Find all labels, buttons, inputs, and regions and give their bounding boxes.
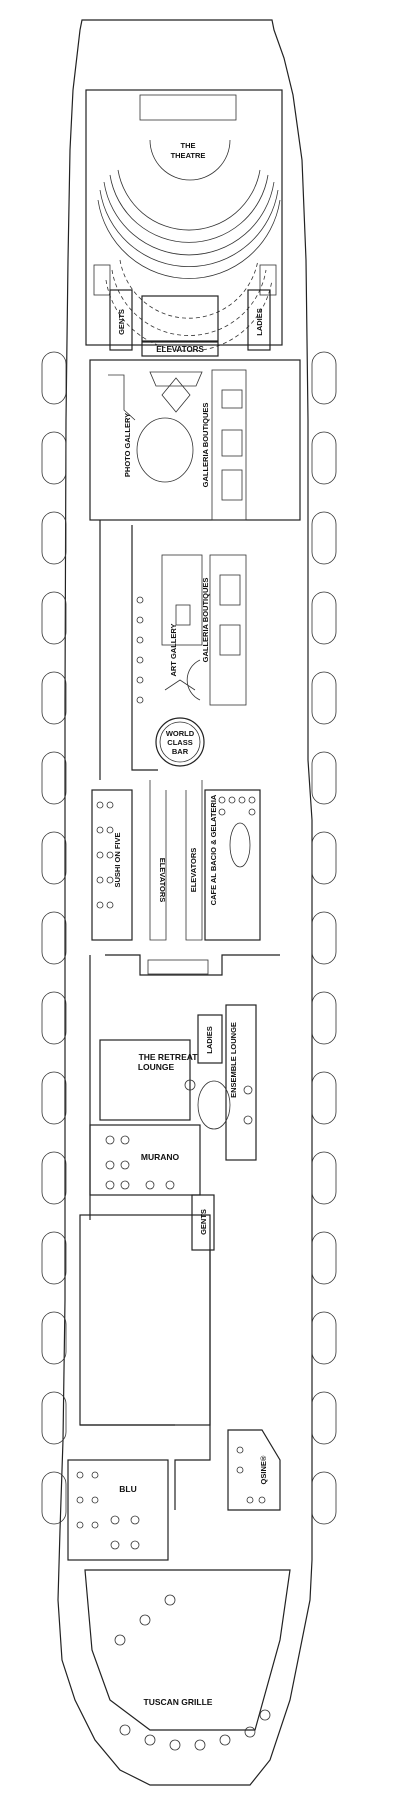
photo-gallery-label: PHOTO GALLERY <box>123 413 132 477</box>
elevators-mid-left-label: ELEVATORS <box>158 858 167 903</box>
retreat-lounge-label-2: LOUNGE <box>138 1062 175 1072</box>
theatre-area: THE THEATRE <box>85 89 283 352</box>
ladies-aft-label: LADIES <box>205 1026 214 1054</box>
theatre-label-line2: THEATRE <box>171 151 206 160</box>
ladies-fwd-label: LADIES <box>255 308 264 336</box>
world-class-bar: WORLD CLASS BAR <box>155 717 205 767</box>
lifeboats-starboard <box>311 351 337 1525</box>
gents-aft-label: GENTS <box>199 1209 208 1235</box>
qsine-area: QSINE® <box>227 1429 281 1511</box>
hull-outline <box>57 19 313 1786</box>
world-class-bar-label-3: BAR <box>172 747 189 756</box>
lifeboats-port <box>41 351 67 1525</box>
tuscan-grille-label: TUSCAN GRILLE <box>144 1697 213 1707</box>
murano-label: MURANO <box>141 1152 180 1162</box>
mid-area: SUSHI ON FIVE ELEVATORS ELEVATORS CAFE A… <box>91 780 261 941</box>
galleria-boutiques-2-label: GALLERIA BOUTIQUES <box>201 578 210 663</box>
retreat-lounge-label-1: THE RETREAT <box>139 1052 199 1062</box>
elevators-fwd-label: ELEVATORS <box>156 345 204 354</box>
art-gallery-label: ART GALLERY <box>169 623 178 676</box>
blu-area: BLU <box>67 1459 169 1561</box>
elevators-mid-right-label: ELEVATORS <box>189 848 198 893</box>
cafe-al-bacio-label: CAFE AL BACIO & GELATERIA <box>209 794 218 905</box>
galleria-fwd-area: PHOTO GALLERY GALLERIA BOUTIQUES <box>89 359 301 521</box>
ensemble-lounge-label: ENSEMBLE LOUNGE <box>229 1022 238 1098</box>
theatre-label-line1: THE <box>181 141 196 150</box>
world-class-bar-label-1: WORLD <box>166 729 195 738</box>
galleria-mid-area: GALLERIA BOUTIQUES ART GALLERY <box>99 520 247 780</box>
qsine-label: QSINE® <box>259 1455 268 1484</box>
world-class-bar-label-2: CLASS <box>167 738 192 747</box>
forward-services: GENTS LADIES ELEVATORS <box>109 289 271 357</box>
aft-lounge-area: THE RETREAT LOUNGE LADIES ENSEMBLE LOUNG… <box>99 1004 257 1161</box>
aft-galley-area: GENTS <box>79 1194 215 1510</box>
galleria-boutiques-1-label: GALLERIA BOUTIQUES <box>201 403 210 488</box>
blu-label: BLU <box>119 1484 136 1494</box>
murano-area: MURANO <box>89 1124 201 1196</box>
sushi-on-five-label: SUSHI ON FIVE <box>113 832 122 887</box>
tuscan-grille-area: TUSCAN GRILLE <box>84 1569 291 1751</box>
gents-fwd-label: GENTS <box>117 309 126 335</box>
